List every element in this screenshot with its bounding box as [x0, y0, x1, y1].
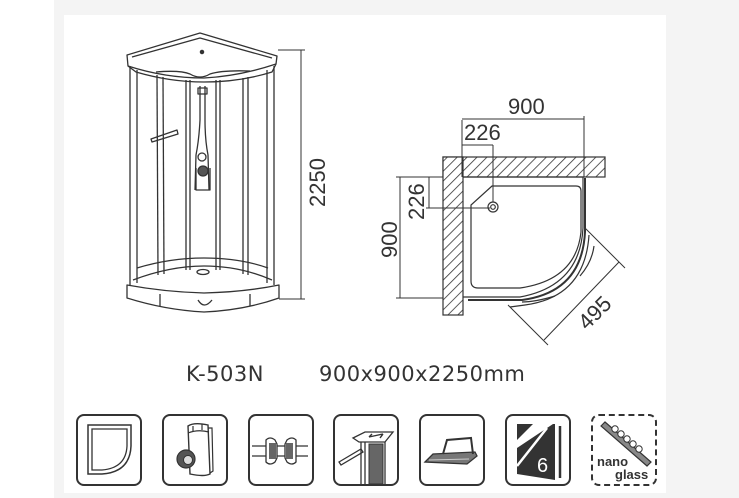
towel-handle-icon: [419, 414, 485, 486]
glass-clamp-hinge-icon: [162, 414, 228, 486]
drain-offset-x-label: 226: [464, 120, 501, 145]
shower-tray-plan: [442, 156, 606, 316]
nano-glass-icon: nano glass: [591, 414, 657, 486]
glass-6mm-icon: 6: [505, 414, 571, 486]
plan-dimensions: [396, 116, 626, 346]
glass-thickness-label: 6: [537, 455, 548, 477]
adjustable-profile-icon: [333, 414, 399, 486]
door-opening-label: 495: [573, 291, 617, 335]
glass-label: glass: [615, 467, 649, 482]
shower-cabin-elevation: [126, 32, 280, 313]
height-label: 2250: [305, 158, 330, 207]
height-dimension: [278, 49, 305, 300]
plan-depth-label: 900: [377, 221, 402, 258]
quarter-round-tray-icon: [76, 414, 142, 486]
magnetic-seal-icon: [248, 414, 314, 486]
drain-offset-y-label: 226: [404, 183, 429, 220]
nano-label: nano: [597, 454, 629, 469]
model-number: K-503N: [186, 362, 264, 386]
plan-width-label: 900: [508, 94, 545, 119]
cabin-dimensions: 900x900x2250mm: [319, 362, 526, 386]
